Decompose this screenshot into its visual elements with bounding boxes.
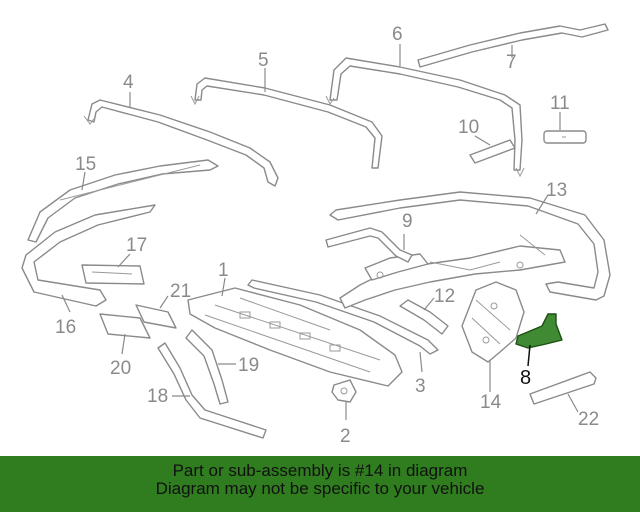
callout-8: 7 bbox=[506, 45, 517, 73]
svg-text:19: 19 bbox=[238, 355, 259, 376]
svg-text:13: 13 bbox=[546, 180, 567, 201]
svg-text:5: 5 bbox=[258, 50, 269, 71]
part-17[interactable] bbox=[81, 264, 145, 285]
callout-15: 15 bbox=[75, 154, 96, 191]
callout-19: 19 bbox=[218, 355, 259, 376]
svg-text:4: 4 bbox=[123, 72, 134, 93]
part-4-bow[interactable] bbox=[83, 99, 279, 187]
part-7-frame[interactable] bbox=[329, 191, 611, 309]
callout-22: 22 bbox=[567, 393, 599, 430]
callout-11: 11 bbox=[550, 93, 570, 130]
callout-4: 4 bbox=[123, 72, 134, 107]
svg-text:2: 2 bbox=[340, 426, 351, 447]
svg-text:10: 10 bbox=[458, 117, 479, 138]
part-6-bow[interactable] bbox=[325, 57, 525, 178]
callout-9: 9 bbox=[402, 211, 413, 250]
svg-text:15: 15 bbox=[75, 154, 96, 175]
svg-text:16: 16 bbox=[55, 317, 76, 338]
svg-text:7: 7 bbox=[506, 52, 517, 73]
part-12[interactable] bbox=[399, 299, 449, 335]
callout-17: 17 bbox=[117, 235, 147, 268]
part-11[interactable] bbox=[543, 130, 587, 144]
part-3-rail[interactable] bbox=[247, 279, 439, 355]
svg-text:20: 20 bbox=[110, 358, 131, 379]
callout-1: 1 bbox=[218, 260, 229, 297]
callout-20: 20 bbox=[110, 333, 131, 379]
callout-16: 16 bbox=[55, 294, 76, 338]
part-1-panel[interactable] bbox=[187, 287, 403, 387]
svg-text:17: 17 bbox=[126, 235, 147, 256]
callout-2: 2 bbox=[340, 402, 351, 447]
part-10[interactable] bbox=[469, 139, 516, 164]
callout-13: 14 bbox=[480, 360, 502, 413]
svg-text:8: 8 bbox=[520, 367, 531, 389]
svg-text:11: 11 bbox=[550, 93, 570, 114]
part-14-highlighted[interactable] bbox=[515, 313, 563, 349]
callout-5: 5 bbox=[258, 50, 269, 92]
callout-6: 6 bbox=[392, 24, 403, 66]
svg-text:6: 6 bbox=[392, 24, 403, 45]
part-22[interactable] bbox=[529, 371, 597, 405]
callout-3: 3 bbox=[415, 351, 426, 397]
callout-18: 18 bbox=[147, 386, 190, 407]
info-banner: Part or sub-assembly is #14 in diagram D… bbox=[0, 456, 640, 512]
callout-7: 13 bbox=[535, 180, 567, 215]
callout-14: 8 bbox=[520, 344, 531, 389]
banner-line-2: Diagram may not be specific to your vehi… bbox=[155, 479, 485, 498]
svg-text:21: 21 bbox=[170, 281, 191, 302]
callout-10: 10 bbox=[458, 117, 491, 146]
parts-diagram: 7 6 5 4 10 11 bbox=[21, 23, 611, 447]
callout-21: 21 bbox=[159, 281, 191, 309]
svg-text:14: 14 bbox=[480, 392, 502, 413]
svg-text:9: 9 bbox=[402, 211, 413, 232]
part-8-seal[interactable] bbox=[417, 23, 609, 68]
callout-12: 12 bbox=[423, 286, 455, 311]
part-20[interactable] bbox=[99, 313, 151, 339]
part-15-header[interactable] bbox=[27, 159, 219, 243]
banner-line-1: Part or sub-assembly is #14 in diagram bbox=[172, 461, 468, 480]
part-21[interactable] bbox=[135, 304, 177, 329]
part-19[interactable] bbox=[185, 329, 229, 405]
part-18[interactable] bbox=[157, 342, 267, 439]
part-9[interactable] bbox=[325, 227, 413, 263]
svg-text:22: 22 bbox=[578, 409, 599, 430]
part-16-rail[interactable] bbox=[21, 204, 156, 307]
part-5-bow[interactable] bbox=[190, 77, 383, 169]
svg-text:3: 3 bbox=[415, 376, 426, 397]
svg-text:12: 12 bbox=[434, 286, 455, 307]
part-2-bracket[interactable] bbox=[331, 379, 357, 403]
part-13-hinge[interactable] bbox=[461, 281, 525, 363]
svg-text:18: 18 bbox=[147, 386, 168, 407]
svg-text:1: 1 bbox=[218, 260, 229, 281]
